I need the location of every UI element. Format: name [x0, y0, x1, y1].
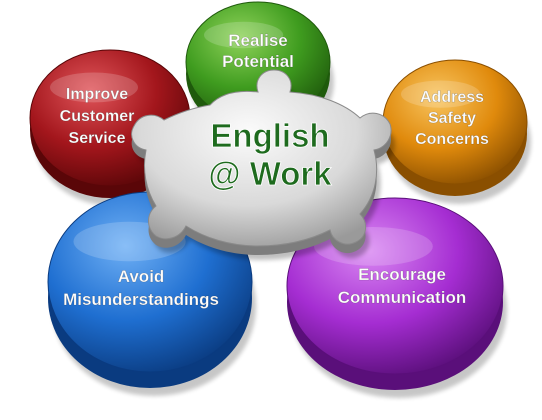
center-title: English@ Work: [208, 117, 332, 192]
petal-label-line: Safety: [428, 110, 476, 127]
petal-label-line: Encourage: [358, 265, 446, 284]
petal-gloss-right: [401, 80, 481, 108]
center-title-line: @ Work: [208, 155, 332, 192]
petal-label-line: Concerns: [415, 131, 489, 148]
petal-label-line: Address: [420, 89, 484, 106]
center-plate: [131, 69, 392, 247]
petal-label-line: Improve: [66, 86, 128, 103]
petal-layer: [29, 1, 528, 390]
petal-label-line: Misunderstandings: [63, 290, 219, 309]
petal-label-line: Service: [69, 130, 126, 147]
petal-label-line: Avoid: [118, 267, 165, 286]
petal-gloss-left: [50, 72, 138, 103]
center-title-line: English: [210, 117, 329, 154]
petal-label-line: Customer: [60, 108, 135, 125]
petal-label-line: Communication: [338, 288, 466, 307]
center-hub: English@ Work: [131, 69, 396, 260]
petal-label-line: Realise: [228, 31, 288, 50]
petal-label-line: Potential: [222, 52, 294, 71]
petal-gloss-top: [204, 21, 284, 49]
